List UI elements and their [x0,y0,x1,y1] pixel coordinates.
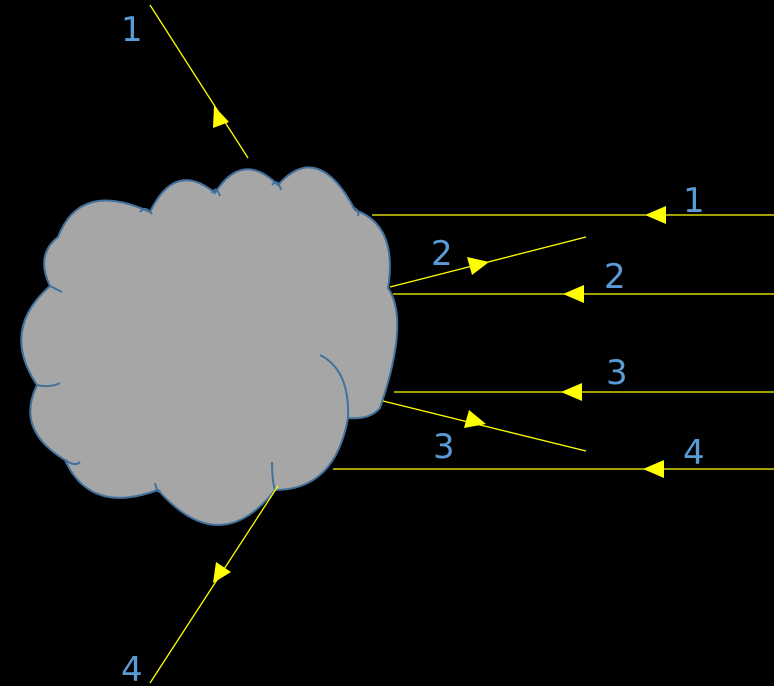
ray-3-incoming-arrowhead [561,383,582,401]
ray-1-incoming-arrowhead [645,206,666,224]
ray-3-outgoing-arrowhead [464,410,486,428]
ray-4-incoming-arrowhead [643,460,664,478]
cloud [20,166,399,526]
label-ray-1-incoming: 1 [683,181,705,221]
rays [149,4,774,684]
label-ray-2-outgoing: 2 [431,234,453,274]
label-ray-1-outgoing: 1 [121,10,143,50]
label-ray-3-incoming: 3 [606,353,628,393]
ray-labels: 1 1 2 2 3 3 4 4 [121,10,705,686]
ray-2-outgoing-arrowhead [467,257,489,275]
ray-4-outgoing-arrowhead [213,562,231,583]
label-ray-4-incoming: 4 [683,433,705,473]
label-ray-4-outgoing: 4 [121,650,143,686]
label-ray-3-outgoing: 3 [433,427,455,467]
ray-2-incoming-arrowhead [563,285,584,303]
ray-4-outgoing [149,485,279,684]
label-ray-2-incoming: 2 [604,257,626,297]
ray-1-outgoing [149,4,249,159]
ray-3-outgoing [382,400,587,452]
ray-1-outgoing-arrowhead [213,106,229,128]
